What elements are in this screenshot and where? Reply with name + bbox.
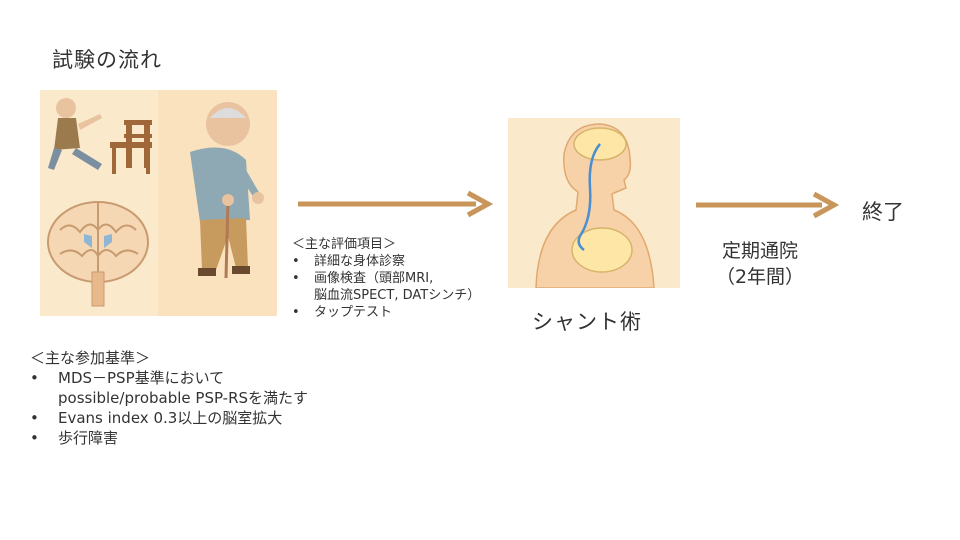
followup-line-2: （2年間） — [715, 266, 805, 288]
flow-arrow-2 — [696, 191, 840, 219]
criteria-header: ＜主な参加基準＞ — [30, 349, 151, 367]
evaluation-header: ＜主な評価項目＞ — [292, 237, 397, 252]
criteria-item: •Evans index 0.3以上の脳室拡大 — [30, 409, 283, 427]
criteria-item: •歩行障害 — [30, 429, 119, 447]
end-label: 終了 — [862, 200, 904, 224]
chair-icon — [110, 120, 152, 174]
followup-line-1: 定期通院 — [721, 240, 798, 262]
criteria-item-continuation: possible/probable PSP-RSを満たす — [58, 389, 309, 407]
evaluation-item: •詳細な身体診察 — [292, 254, 406, 269]
shunt-label: シャント術 — [532, 310, 642, 334]
evaluation-item-continuation: 脳血流SPECT, DATシンチ） — [314, 288, 481, 303]
evaluation-list: ＜主な評価項目＞ •詳細な身体診察 •画像検査（頭部MRI, 脳血流SPECT,… — [292, 236, 480, 321]
brain-icon — [47, 201, 149, 307]
page-title: 試験の流れ — [52, 48, 162, 72]
evaluation-item: •画像検査（頭部MRI, — [292, 271, 434, 286]
elderly-man-icon — [190, 102, 264, 279]
evaluation-item: •タップテスト — [292, 305, 393, 320]
falling-man-icon — [48, 98, 102, 170]
criteria-list: ＜主な参加基準＞ •MDS－PSP基準において possible/probabl… — [30, 348, 308, 448]
patient-illustration — [40, 90, 277, 316]
shunt-illustration — [508, 118, 680, 288]
criteria-item: •MDS－PSP基準において — [30, 369, 225, 387]
flow-arrow-1 — [298, 190, 494, 218]
followup-label: 定期通院 （2年間） — [700, 238, 820, 290]
